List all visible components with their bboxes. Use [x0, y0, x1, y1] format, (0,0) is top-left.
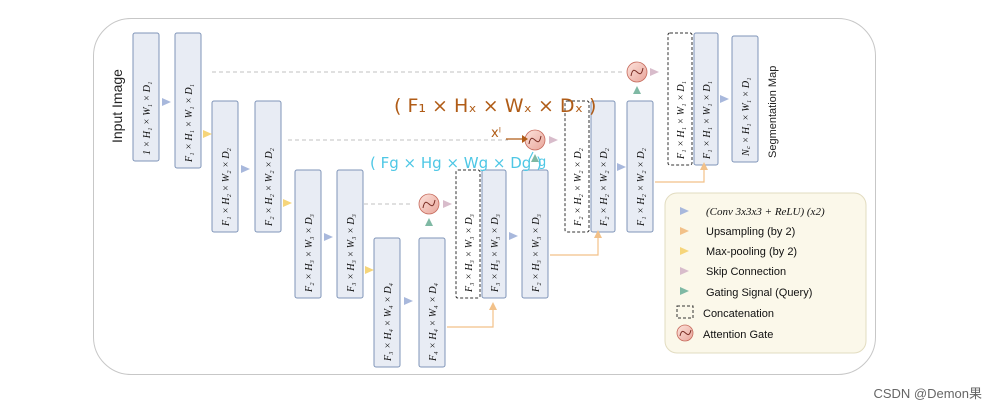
svg-text:F₂ × H₂ × W₂ × D₂: F₂ × H₂ × W₂ × D₂	[599, 147, 610, 227]
svg-text:F₃ × H₃ × W₃ × D₃: F₃ × H₃ × W₃ × D₃	[346, 213, 357, 293]
attention-gate-icon	[676, 324, 694, 342]
concat-dashed-box-icon	[676, 305, 694, 319]
svg-text:F₃ × H₄ × W₄ × D₄: F₃ × H₄ × W₄ × D₄	[383, 282, 394, 362]
conv-arrow-icon	[509, 232, 518, 240]
upsample-line-4to3	[447, 308, 494, 328]
enc3-block-b: F₃ × H₃ × W₃ × D₃	[336, 169, 364, 299]
gating-arrow-icon	[680, 287, 689, 295]
enc1-block-b: F₁ × H₁ × W₁ × D₁	[174, 32, 202, 169]
svg-text:F₂ × H₃ × W₃ × D₃: F₂ × H₃ × W₃ × D₃	[304, 213, 315, 293]
upsample-arrow-icon	[489, 302, 497, 310]
conv-arrow-icon	[720, 95, 729, 103]
svg-text:F₁ × H₂ × W₂ × D₂: F₁ × H₂ × W₂ × D₂	[221, 147, 232, 227]
attention-gate-level3	[418, 193, 452, 226]
legend-concat: Concatenation	[703, 308, 774, 320]
legend-conv: (Conv 3x3x3 + ReLU) (x2)	[706, 206, 825, 218]
svg-text:F₂ × H₂ × W₂ × D₂: F₂ × H₂ × W₂ × D₂	[264, 147, 275, 227]
output-block: N꜀ × H₁ × W₁ × D₁	[731, 35, 759, 163]
dec2-skip-block: F₂ × H₂ × W₂ × D₂	[564, 100, 590, 233]
segmentation-map-label: Segmentation Map	[767, 66, 779, 158]
conv-arrow-icon	[324, 233, 333, 241]
legend-gating: Gating Signal (Query)	[706, 287, 812, 299]
attention-gate-level1	[626, 61, 659, 94]
svg-text:F₁ × H₁ × W₁ × D₁: F₁ × H₁ × W₁ × D₁	[676, 81, 687, 160]
conv-arrow-icon	[617, 163, 626, 171]
enc3-block-a: F₂ × H₃ × W₃ × D₃	[294, 169, 322, 299]
maxpool-arrow-icon	[365, 266, 374, 274]
maxpool-arrow-icon	[203, 130, 212, 138]
legend-skip: Skip Connection	[706, 266, 786, 278]
dec2-block-a: F₂ × H₂ × W₂ × D₂	[590, 100, 616, 233]
upsample-line-3to2	[550, 236, 599, 256]
x-annotation: xˡ	[491, 126, 501, 141]
upsample-arrow-icon	[700, 162, 708, 170]
conv-arrow-icon	[162, 98, 171, 106]
legend-upsampling: Upsampling (by 2)	[706, 226, 795, 238]
svg-text:F₄ × H₄ × W₄ × D₄: F₄ × H₄ × W₄ × D₄	[428, 282, 439, 362]
skip-arrow-icon	[680, 267, 689, 275]
dec3-block-a: F₃ × H₃ × W₃ × D₃	[481, 169, 507, 299]
legend-attention: Attention Gate	[703, 329, 773, 341]
dec1-skip-block: F₁ × H₁ × W₁ × D₁	[667, 32, 693, 166]
g-arrow	[528, 151, 534, 161]
dec2-block-b: F₁ × H₂ × W₂ × D₂	[626, 100, 654, 233]
enc1-block-a: 1 × H₁ × W₁ × D₁	[132, 32, 160, 162]
svg-text:F₁ × H₂ × W₂ × D₂: F₁ × H₂ × W₂ × D₂	[636, 147, 647, 227]
svg-text:F₁ × H₁ × W₁ × D₁: F₁ × H₁ × W₁ × D₁	[702, 81, 713, 160]
upsample-arrow-icon	[594, 230, 602, 238]
svg-text:F₂ × H₃ × W₃ × D₃: F₂ × H₃ × W₃ × D₃	[531, 213, 542, 293]
dec1-block-a: F₁ × H₁ × W₁ × D₁	[693, 32, 719, 166]
orange-annotation: ( F₁ × Hₓ × Wₓ × Dₓ )	[394, 95, 596, 117]
watermark: CSDN @Demon果	[873, 386, 982, 401]
upsample-line-2to1	[655, 168, 705, 183]
x-arrow-head	[522, 135, 528, 143]
maxpool-arrows	[203, 130, 374, 274]
svg-text:1 × H₁ × W₁ × D₁: 1 × H₁ × W₁ × D₁	[142, 82, 153, 155]
dec3-skip-block: F₃ × H₃ × W₃ × D₃	[455, 169, 481, 299]
input-image-label: Input Image	[109, 69, 125, 143]
cyan-annotation: ( Fg × Hg × Wg × Dg )	[370, 154, 542, 172]
maxpool-arrow-icon	[283, 199, 292, 207]
svg-text:F₃ × H₃ × W₃ × D₃: F₃ × H₃ × W₃ × D₃	[490, 213, 501, 293]
enc4-block-a: F₃ × H₄ × W₄ × D₄	[373, 237, 401, 368]
g-annotation: g	[538, 155, 546, 170]
maxpool-arrow-icon	[680, 247, 689, 255]
enc2-block-b: F₂ × H₂ × W₂ × D₂	[254, 100, 282, 233]
svg-text:F₃ × H₃ × W₃ × D₃: F₃ × H₃ × W₃ × D₃	[464, 213, 475, 293]
upsample-arrow-icon	[680, 227, 689, 235]
conv-arrow-icon	[404, 297, 413, 305]
conv-arrows	[162, 95, 729, 305]
svg-text:N꜀ × H₁ × W₁ × D₁: N꜀ × H₁ × W₁ × D₁	[741, 77, 752, 157]
enc2-block-a: F₁ × H₂ × W₂ × D₂	[211, 100, 239, 233]
diagram-frame	[93, 18, 876, 375]
legend-maxpool: Max-pooling (by 2)	[706, 246, 797, 258]
enc4-block-b: F₄ × H₄ × W₄ × D₄	[418, 237, 446, 368]
dec3-block-b: F₂ × H₃ × W₃ × D₃	[521, 169, 549, 299]
legend: (Conv 3x3x3 + ReLU) (x2) Upsampling (by …	[664, 192, 867, 354]
upsample-arrows	[489, 162, 708, 310]
conv-arrow-icon	[680, 207, 689, 215]
svg-text:F₂ × H₂ × W₂ × D₂: F₂ × H₂ × W₂ × D₂	[573, 147, 584, 227]
conv-arrow-icon	[241, 165, 250, 173]
svg-text:F₁ × H₁ × W₁ × D₁: F₁ × H₁ × W₁ × D₁	[184, 84, 195, 163]
